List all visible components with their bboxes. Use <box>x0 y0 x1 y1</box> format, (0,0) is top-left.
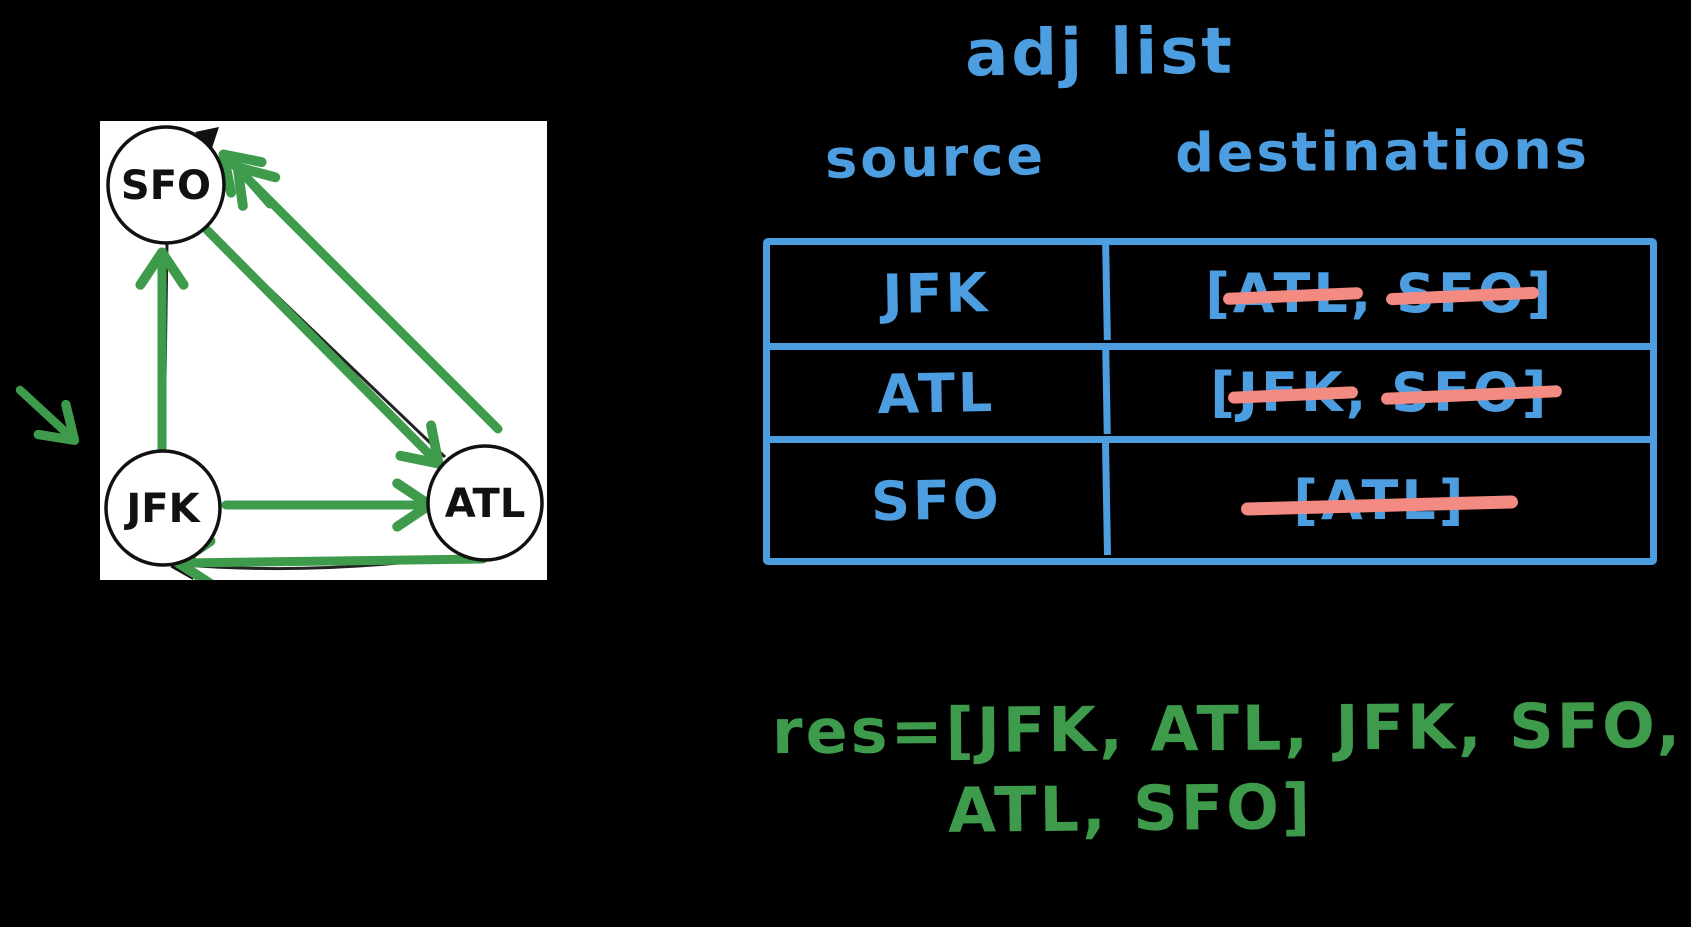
destinations-cell-jfk: [ATL, SFO] <box>1110 245 1650 343</box>
green-arrow-sfo-to-atl <box>202 225 444 469</box>
table-row-sfo: SFO [ATL] <box>769 440 1650 561</box>
adjacency-table: JFK [ATL, SFO] ATL [JFK, SFO] SFO [ATL] <box>763 238 1657 565</box>
graph-svg: SFO JFK ATL <box>104 125 544 590</box>
bracket-open: [ <box>1293 469 1321 533</box>
green-arrow-atl-to-jfk <box>173 536 488 590</box>
struck-destination-sfo: SFO <box>1396 262 1527 326</box>
struck-destination-list: [ATL] <box>1293 469 1466 532</box>
result-line-2: ATL, SFO] <box>947 770 1314 847</box>
black-arrowhead-into-sfo <box>195 127 219 151</box>
source-cell-jfk: JFK <box>769 242 1111 346</box>
graph-node-label-sfo: SFO <box>121 163 211 209</box>
destinations-cell-atl: [JFK, SFO] <box>1110 350 1650 437</box>
source-cell-atl: ATL <box>769 346 1111 440</box>
source-cell-sfo: SFO <box>769 440 1111 561</box>
result-line-1: res=[JFK, ATL, JFK, SFO, <box>771 688 1684 769</box>
struck-destination-jfk: JFK <box>1237 361 1346 425</box>
column-header-destinations: destinations <box>1174 118 1591 185</box>
graph-node-sfo <box>106 125 226 245</box>
graph-panel: SFO JFK ATL <box>100 121 547 590</box>
table-row-atl: ATL [JFK, SFO] <box>769 346 1650 444</box>
table-row-jfk: JFK [ATL, SFO] <box>769 242 1650 350</box>
graph-node-atl <box>426 444 544 562</box>
struck-destination-atl: ATL <box>1232 262 1351 326</box>
destination-atl: ATL <box>1320 469 1439 533</box>
struck-destination-sfo: SFO <box>1391 361 1522 425</box>
column-header-source: source <box>824 124 1047 191</box>
green-arrowhead-stub-into-sfo <box>232 162 281 211</box>
graph-node-jfk <box>104 449 222 567</box>
graph-node-label-jfk: JFK <box>123 486 201 532</box>
destinations-cell-sfo: [ATL] <box>1110 443 1650 558</box>
adj-list-title: adj list <box>964 14 1236 92</box>
graph-node-label-atl: ATL <box>445 481 526 527</box>
bracket-close: ] <box>1438 469 1467 533</box>
pointer-arrow-svg <box>15 385 80 445</box>
pointer-arrow-into-jfk <box>15 385 80 445</box>
